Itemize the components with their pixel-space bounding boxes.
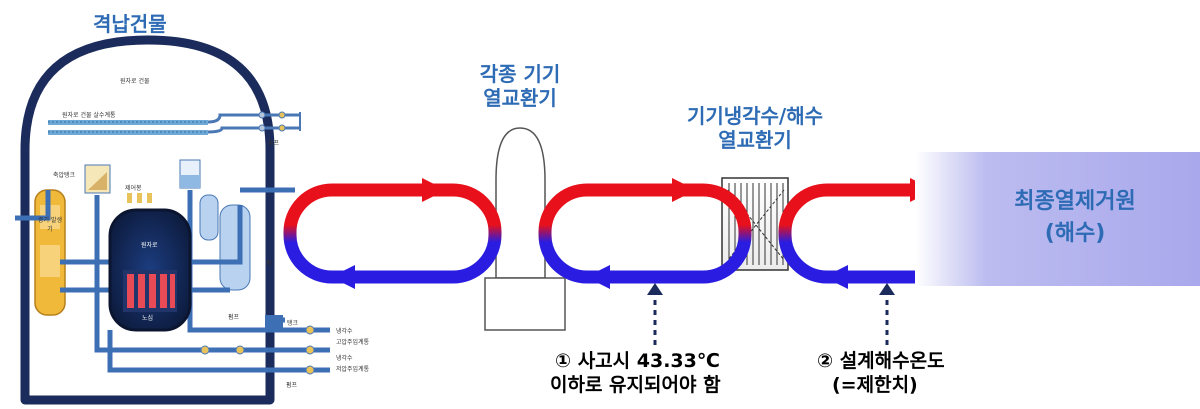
note2: ② 설계해수온도 (=제한치) (817, 349, 945, 397)
label-pump-bottom: 펌프 (286, 382, 298, 389)
label-hp-injection: 고압주입계통 (336, 339, 370, 346)
reactor-core (123, 270, 177, 312)
exchanger2-line2: 열교환기 (718, 128, 792, 152)
spray-header-pipes (48, 111, 301, 135)
loop-2 (538, 178, 752, 289)
label-lp-injection: 저압주입계통 (336, 366, 370, 373)
containment-building (15, 35, 330, 405)
final-heat-sink-box (915, 152, 1200, 286)
loop-2-arrow-hot (672, 178, 696, 202)
note2-line2: (=제한치) (832, 374, 918, 396)
pressurizer (199, 194, 219, 241)
note1-line2: 이하로 유지되어야 함 (550, 374, 721, 396)
label-core: 노심 (142, 315, 154, 322)
exchanger1-line1: 각종 기기 (479, 62, 561, 86)
label-reactor-building: 원자로 건물 (120, 78, 150, 85)
label-coolant: 냉각수 (336, 328, 353, 335)
indicator-arrow-2 (879, 283, 895, 345)
label-spray-system: 원자로 건물 살수계통 (62, 112, 116, 119)
note2-line1: ② 설계해수온도 (817, 350, 945, 372)
loop-1-arrow-hot (422, 178, 446, 202)
label-reactor: 원자로 (141, 242, 158, 249)
label-pump-small: 펌 (266, 260, 272, 267)
loop-3-arrow-cold (824, 265, 848, 289)
exchanger1-label: 각종 기기 열교환기 (450, 62, 590, 110)
label-tank: 탱크 (287, 320, 299, 327)
note1: ① 사고시 43.33℃ 이하로 유지되어야 함 (550, 349, 721, 397)
exchanger2-label: 기기냉각수/해수 열교환기 (660, 104, 850, 152)
indicator-arrow-1 (647, 283, 663, 345)
valves (200, 325, 315, 375)
label-control-rod: 제어봉 (125, 185, 142, 192)
loop-2-arrow-cold (586, 265, 610, 289)
label-pump-top: 펌프 (268, 140, 280, 147)
label-coolant2: 냉각수 (336, 355, 353, 362)
label-accumulator-tank: 축압탱크 (53, 172, 76, 179)
exchanger1-line2: 열교환기 (483, 86, 557, 110)
heat-sink-label: 최종열제거원 (해수) (990, 186, 1160, 250)
heat-sink-line1: 최종열제거원 (1014, 189, 1136, 214)
heat-sink-line2: (해수) (1044, 221, 1106, 246)
containment-title: 격납건물 (93, 12, 167, 36)
label-pump-mid: 펌프 (228, 314, 240, 321)
loop-1 (283, 178, 502, 289)
exchanger2-line1: 기기냉각수/해수 (686, 104, 824, 128)
plate-heat-exchanger (721, 177, 789, 271)
pump-vessel (219, 204, 251, 291)
equipment-heat-exchanger (484, 127, 566, 331)
tank-bottom (265, 315, 283, 329)
label-steam-generator: 증기 발생기 (38, 217, 62, 233)
loop-1-arrow-cold (331, 265, 355, 289)
note1-line1: ① 사고시 43.33℃ (555, 350, 720, 372)
